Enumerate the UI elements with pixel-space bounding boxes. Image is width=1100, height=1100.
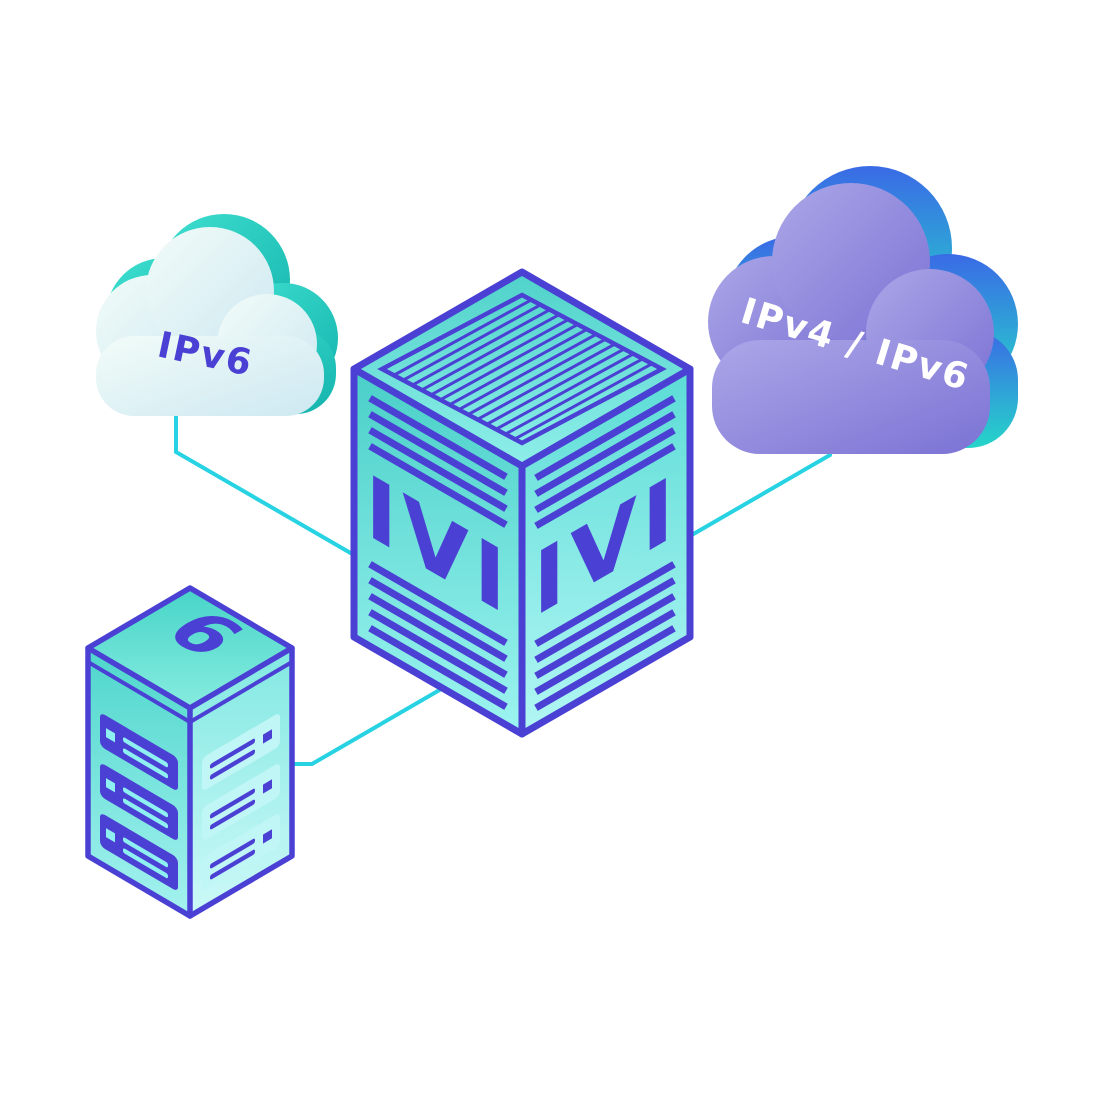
ivi-translator-box: IVI IVI xyxy=(350,268,694,738)
connection-ipv6-cloud-to-ivi xyxy=(174,396,356,557)
drive-bay xyxy=(100,714,178,790)
drive-bay xyxy=(100,814,178,890)
ipv6-cloud: IPv6 xyxy=(96,214,338,416)
ipv4-ipv6-cloud-front-layer xyxy=(708,183,994,454)
server-left-drive-bays xyxy=(100,714,178,890)
connection-server-to-ivi xyxy=(286,686,445,766)
ipv6-server-rack: 6 xyxy=(85,585,295,919)
server-panel xyxy=(202,814,280,890)
ivi-box-right-face-stripes xyxy=(534,395,676,711)
ipv4-ipv6-cloud: IPv4 / IPv6 xyxy=(708,166,1018,454)
server-edges xyxy=(85,585,295,919)
server-right-panels xyxy=(202,714,280,890)
ivi-box-edges xyxy=(350,268,694,738)
server-panel xyxy=(202,764,280,840)
ipv6-cloud-front-layer xyxy=(96,227,324,416)
drive-bay xyxy=(100,764,178,840)
server-panel xyxy=(202,714,280,790)
ivi-box-left-face-stripes xyxy=(368,395,508,710)
